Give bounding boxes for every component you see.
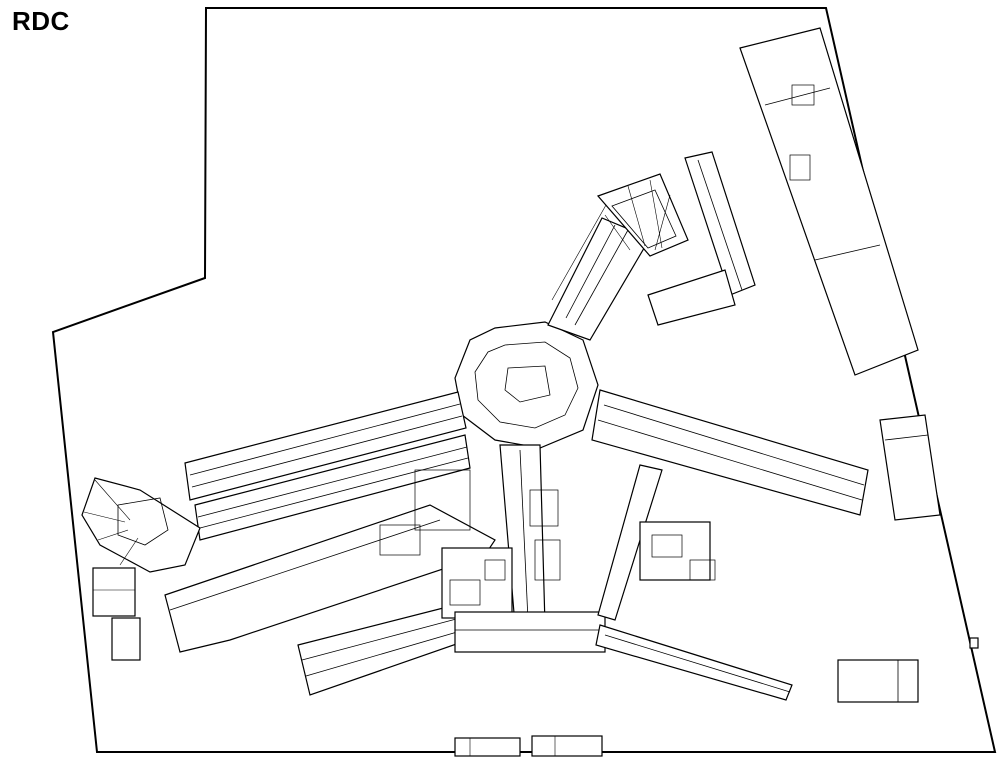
east-wing [591, 389, 869, 516]
southeast-corridor [595, 464, 793, 701]
east-inner-block [639, 521, 716, 581]
central-hub [454, 321, 599, 449]
boundary-marker [969, 637, 979, 649]
floor-label: RDC [12, 6, 70, 36]
west-wing-upper [184, 391, 467, 501]
west-annex [92, 567, 141, 661]
west-rotunda [81, 477, 201, 573]
central-lower-block [441, 547, 606, 653]
northeast-narrow-building [647, 151, 756, 326]
site-boundary [51, 7, 997, 753]
southeast-building [837, 659, 919, 703]
bottom-annexes [454, 735, 603, 757]
north-rotunda [596, 173, 689, 257]
far-east-building [739, 27, 941, 521]
